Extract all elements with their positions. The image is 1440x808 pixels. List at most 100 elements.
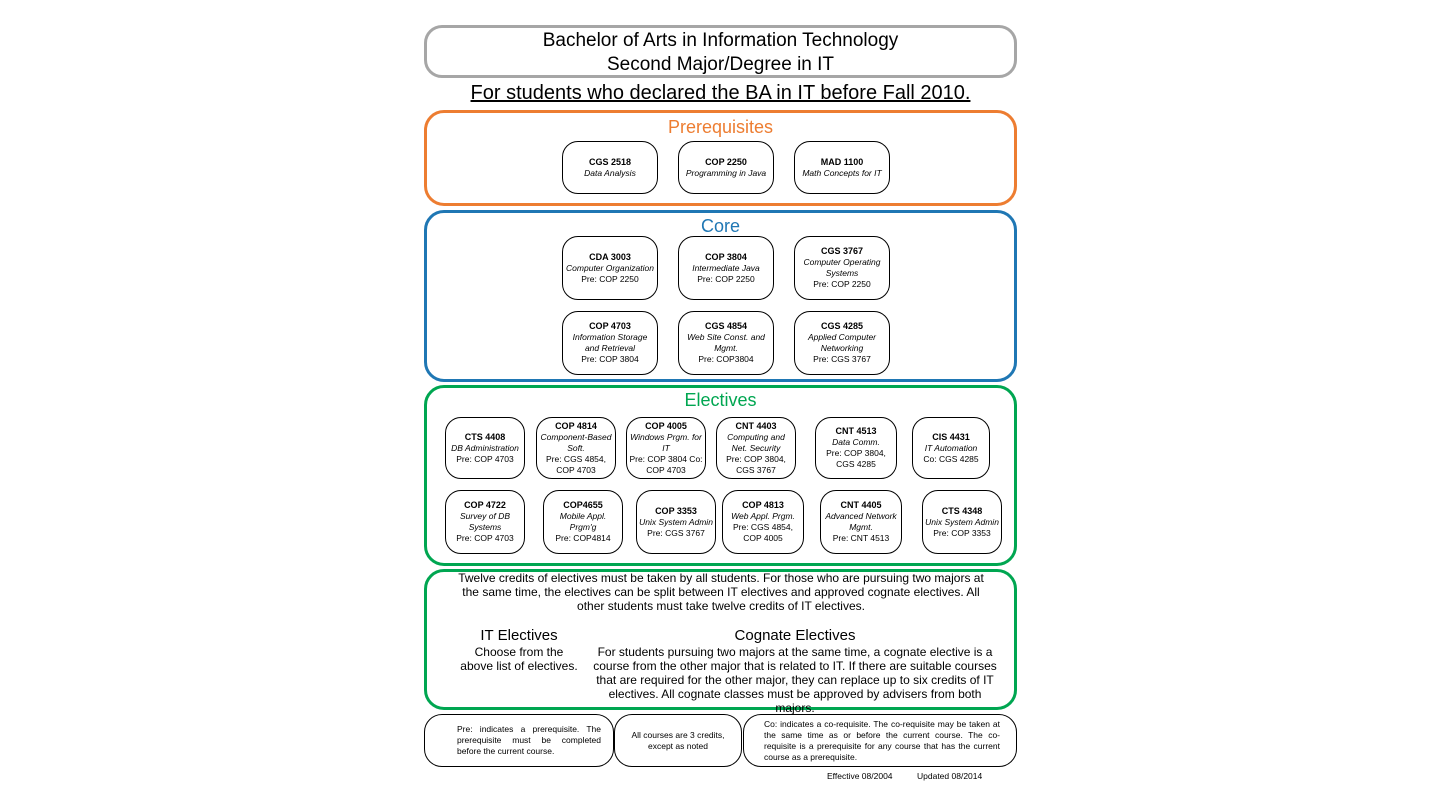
- course-name: Advanced Network Mgmt.: [825, 511, 897, 532]
- course-code: CNT 4403: [735, 420, 777, 431]
- course-name: Mobile Appl. Prgm'g: [559, 511, 607, 532]
- course-name: Computing and Net. Security: [727, 431, 785, 453]
- course-name: Computer Organization: [566, 262, 654, 273]
- declaration-note: For students who declared the BA in IT b…: [470, 82, 971, 104]
- course-code: COP 4813: [742, 500, 784, 510]
- course-requirement: Pre: COP 3804: [581, 354, 639, 364]
- electives-section: Electives: [424, 385, 1017, 566]
- course-name: Applied Computer Networking: [807, 332, 877, 353]
- course-name: Component-Based Soft.: [540, 431, 612, 453]
- course-code: CNT 4405: [840, 500, 882, 510]
- elective-notes-intro: Twelve credits of electives must be take…: [458, 571, 984, 613]
- course-requirement: Pre: COP 2250: [813, 279, 871, 289]
- course-name: Programming in Java: [685, 167, 767, 178]
- course-code: CGS 4285: [820, 321, 864, 331]
- elective-notes-section: [424, 569, 1017, 710]
- course-requirement: Pre: CGS 4854, COP 4005: [732, 522, 793, 543]
- course-requirement: Pre: COP 4703: [456, 453, 514, 464]
- course-code: COP 3804: [705, 251, 747, 262]
- cognate-electives-text: For students pursuing two majors at the …: [593, 645, 997, 715]
- course-code: COP 4703: [589, 321, 631, 331]
- prerequisites-heading: Prerequisites: [667, 117, 774, 137]
- course-name: Web Appl. Prgm.: [731, 511, 795, 521]
- course-requirement: Pre: CGS 3767: [813, 354, 871, 364]
- course-code: CGS 2518: [588, 156, 632, 167]
- prerequisites-section: Prerequisites: [424, 110, 1017, 206]
- course-name: Computer Operating Systems: [803, 257, 881, 278]
- it-electives-text: Choose from the above list of electives.: [460, 645, 578, 673]
- course-name: Information Storage and Retrieval: [572, 332, 648, 353]
- course-code: CTS 4408: [464, 431, 506, 442]
- course-code: CGS 4854: [704, 321, 748, 331]
- course-name: Data Analysis: [584, 167, 636, 178]
- course-code: CTS 4348: [941, 505, 983, 516]
- corequisite-legend-text: Co: indicates a co-requisite. The co-req…: [764, 718, 1000, 762]
- course-code: MAD 1100: [820, 156, 864, 167]
- course-code: COP 4814: [555, 420, 597, 431]
- course-code: COP4655: [563, 500, 603, 510]
- course-requirement: Pre: COP 3804 Co: COP 4703: [629, 453, 703, 475]
- course-name: DB Administration: [451, 442, 519, 453]
- course-code: COP 3353: [655, 505, 697, 516]
- course-requirement: Pre: CNT 4513: [832, 533, 890, 543]
- course-requirement: Pre: COP 2250: [581, 273, 639, 284]
- course-requirement: Pre: COP4814: [555, 533, 611, 543]
- cognate-electives-heading: Cognate Electives: [734, 627, 856, 644]
- course-name: IT Automation: [924, 442, 978, 453]
- electives-heading: Electives: [684, 390, 757, 410]
- course-requirement: Pre: COP 3353: [933, 527, 991, 538]
- course-requirement: Pre: COP 3804, CGS 4285: [826, 448, 886, 469]
- page-subtitle-line: Second Major/Degree in IT: [606, 54, 835, 75]
- course-name: Data Comm.: [832, 437, 880, 447]
- core-section: Core: [424, 210, 1017, 382]
- corequisite-legend: Co: indicates a co-requisite. The co-req…: [743, 714, 1017, 767]
- course-requirement: Pre: COP 4703: [456, 533, 514, 543]
- course-code: CGS 3767: [820, 246, 864, 256]
- course-requirement: Pre: COP3804: [698, 354, 754, 364]
- prerequisite-legend: Pre: indicates a prerequisite. The prere…: [424, 714, 614, 767]
- credits-legend-text: All courses are 3 credits, except as not…: [631, 729, 725, 751]
- course-name: Math Concepts for IT: [802, 167, 882, 178]
- course-requirement: Pre: CGS 4854, COP 4703: [545, 453, 606, 475]
- core-heading: Core: [700, 216, 740, 236]
- course-name: Unix System Admin: [639, 516, 713, 527]
- course-name: Windows Prgm. for IT: [630, 431, 702, 453]
- course-code: CDA 3003: [589, 251, 631, 262]
- title-box: Bachelor of Arts in Information Technolo…: [424, 25, 1017, 78]
- course-name: Intermediate Java: [692, 262, 760, 273]
- credits-legend: All courses are 3 credits, except as not…: [614, 714, 742, 767]
- course-code: COP 4005: [645, 420, 687, 431]
- course-name: Web Site Const. and Mgmt.: [687, 332, 765, 353]
- course-requirement: Pre: CGS 3767: [647, 527, 705, 538]
- it-electives-heading: IT Electives: [480, 627, 558, 644]
- course-name: Unix System Admin: [925, 516, 999, 527]
- updated-date: Updated 08/2014: [917, 771, 983, 781]
- prerequisite-legend-text: Pre: indicates a prerequisite. The prere…: [457, 724, 601, 756]
- course-requirement: Pre: COP 2250: [697, 273, 755, 284]
- course-code: COP 2250: [705, 156, 747, 167]
- page-title: Bachelor of Arts in Information Technolo…: [542, 30, 899, 51]
- course-code: COP 4722: [464, 500, 506, 510]
- course-code: CNT 4513: [835, 426, 877, 436]
- course-name: Survey of DB Systems: [459, 511, 511, 532]
- course-requirement: Pre: COP 3804, CGS 3767: [726, 453, 786, 475]
